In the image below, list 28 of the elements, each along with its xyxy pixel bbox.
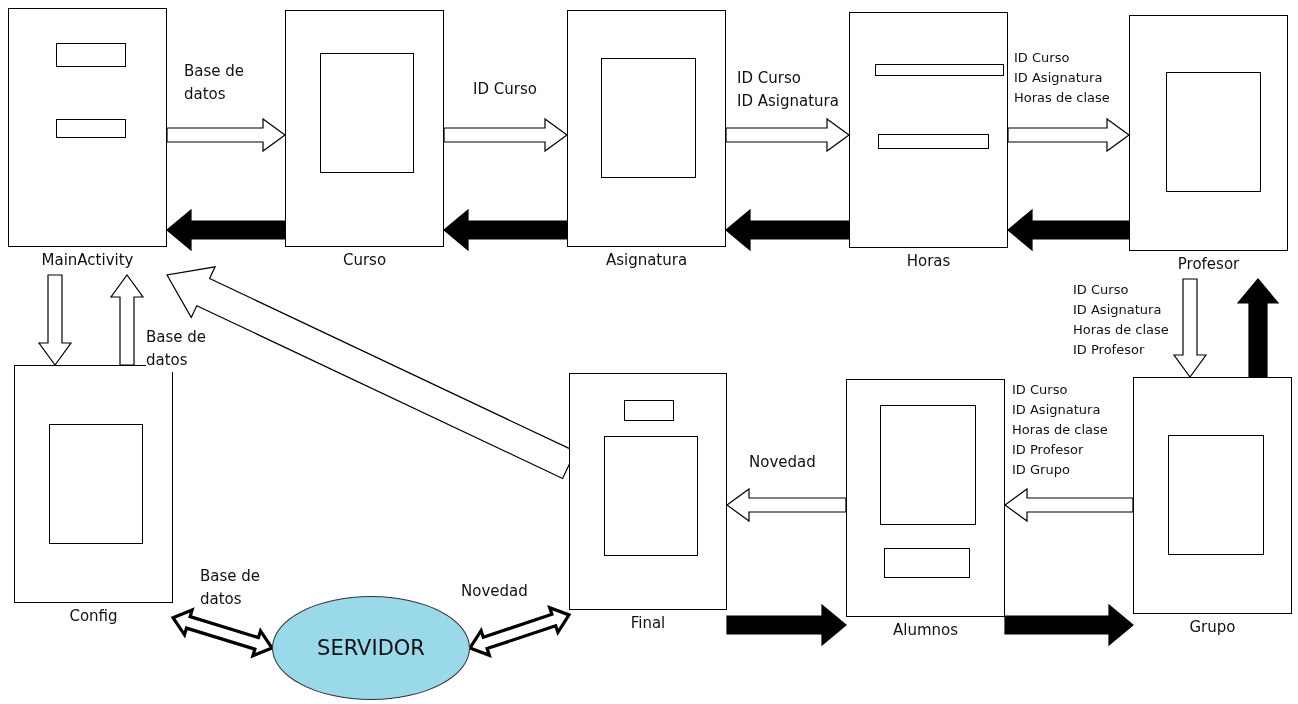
block-arrow bbox=[725, 208, 850, 252]
screen-title: Config bbox=[68, 607, 119, 625]
block-arrow bbox=[109, 273, 145, 366]
block-arrow bbox=[725, 487, 847, 523]
screen-title: Profesor bbox=[1176, 255, 1241, 273]
block-arrow bbox=[1007, 117, 1131, 153]
block-arrow bbox=[1004, 603, 1134, 647]
double-block-arrow bbox=[170, 607, 275, 659]
screen-title: Final bbox=[629, 614, 667, 632]
double-block-arrow bbox=[467, 605, 572, 658]
block-arrow bbox=[1003, 487, 1134, 523]
block-arrow bbox=[725, 117, 851, 153]
screen-title: Horas bbox=[905, 252, 952, 270]
block-arrow bbox=[1236, 278, 1280, 378]
block-arrow bbox=[166, 117, 287, 153]
block-arrow bbox=[726, 603, 847, 647]
screen-title: Curso bbox=[341, 251, 388, 269]
screen-title: Asignatura bbox=[604, 251, 689, 269]
screen-title: MainActivity bbox=[40, 251, 135, 269]
block-arrow bbox=[1172, 278, 1208, 379]
screen-title: Grupo bbox=[1188, 618, 1237, 636]
block-arrow bbox=[1007, 208, 1130, 252]
screen-title: Alumnos bbox=[891, 621, 959, 639]
block-arrow bbox=[443, 117, 569, 153]
block-arrow bbox=[37, 274, 73, 367]
block-arrow bbox=[166, 208, 286, 252]
node-label: SERVIDOR bbox=[317, 636, 425, 660]
block-arrow bbox=[443, 208, 568, 252]
